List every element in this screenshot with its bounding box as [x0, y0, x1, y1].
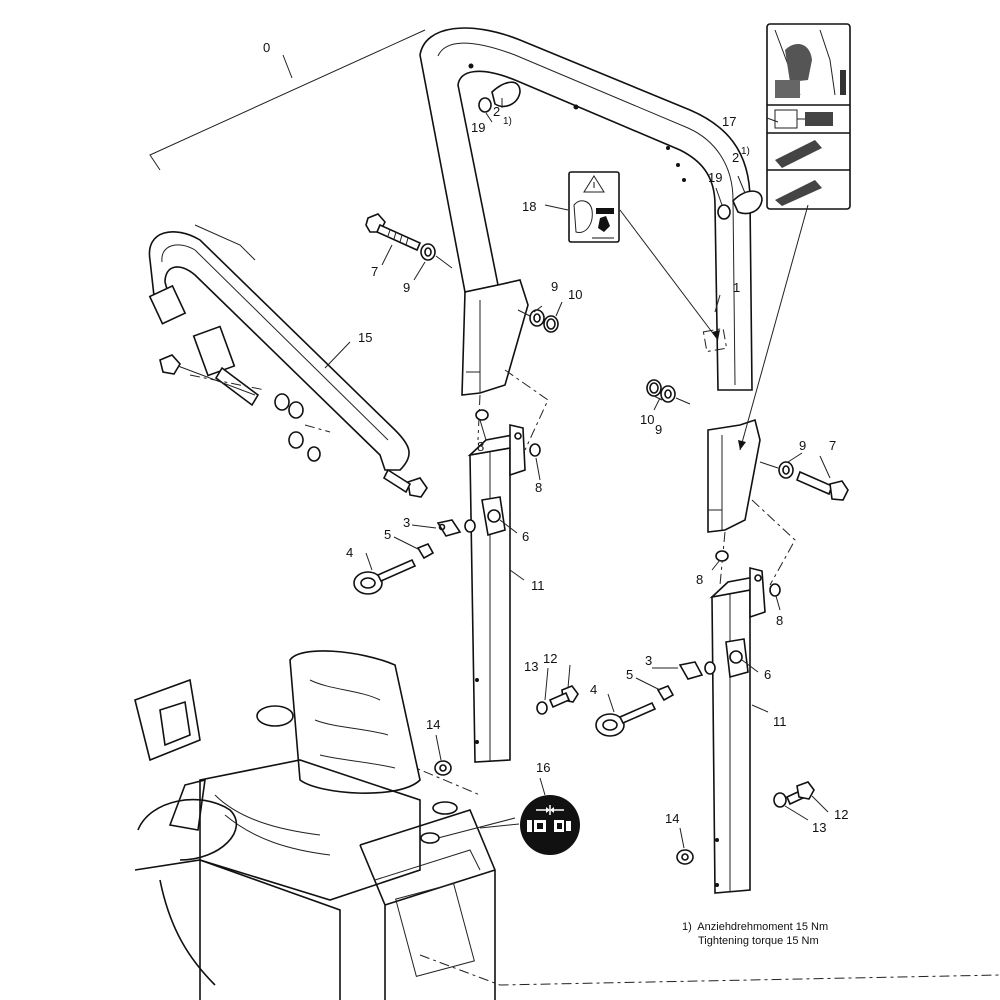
callout-9-right-a: 9: [655, 422, 662, 437]
callout-2-left: 2: [493, 104, 500, 119]
callout-4-left: 4: [346, 545, 353, 560]
callout-8-right-b: 8: [776, 613, 783, 628]
callout-2-right: 2: [732, 150, 739, 165]
rops-frame-upper: [419, 27, 761, 533]
rops-post-right: [709, 566, 766, 894]
callout-3-right: 3: [645, 653, 652, 668]
callout-2-left-footnote: 1): [503, 116, 512, 127]
hardware: [353, 81, 849, 865]
callout-19-right: 19: [708, 170, 722, 185]
hex-bolt-7-right: [795, 470, 849, 501]
callout-13-left: 13: [524, 659, 538, 674]
callout-11-left: 11: [531, 578, 545, 593]
rops-post-left: [467, 423, 526, 763]
callout-9-left-a: 9: [403, 280, 410, 295]
eye-bolt-4-left: [353, 558, 417, 595]
machine-cab-seat: [134, 650, 516, 1000]
callout-17: 17: [722, 114, 736, 129]
callout-1: 1: [733, 280, 740, 295]
eye-bolt-4-right: [595, 701, 657, 737]
torque-footnote: 1) Anziehdrehmoment 15 Nm Tightening tor…: [682, 920, 828, 948]
callout-7-right: 7: [829, 438, 836, 453]
callout-18: 18: [522, 199, 536, 214]
callout-3-left: 3: [403, 515, 410, 530]
callout-13-right: 13: [812, 820, 826, 835]
callout-0: 0: [263, 40, 270, 55]
callout-4-right: 4: [590, 682, 597, 697]
callout-labels: 0 2 1) 19 17 2 1) 19 18 7 9 1 9 10 15 10…: [263, 40, 848, 835]
callout-12-left: 12: [543, 651, 557, 666]
footnote-german: Anziehdrehmoment 15 Nm: [697, 921, 829, 933]
callout-9-left-b: 9: [551, 279, 558, 294]
callout-2-right-footnote: 1): [741, 146, 750, 157]
callout-12-right: 12: [834, 807, 848, 822]
callout-8-left-a: 8: [477, 439, 484, 454]
callout-14-right: 14: [665, 811, 679, 826]
warning-triangle-icon: [568, 171, 620, 243]
callout-9-right-b: 9: [799, 438, 806, 453]
hex-bolt-12-left: [548, 685, 579, 709]
callout-14-left: 14: [426, 717, 440, 732]
assembly-group-outline: [149, 29, 426, 261]
callout-6-right: 6: [764, 667, 771, 682]
callout-8-left-b: 8: [535, 480, 542, 495]
callout-10-left: 10: [568, 287, 582, 302]
callout-19-left: 19: [471, 120, 485, 135]
callout-7-left: 7: [371, 264, 378, 279]
footnote-marker: 1): [682, 921, 692, 933]
callout-15: 15: [358, 330, 372, 345]
callout-8-right-a: 8: [696, 572, 703, 587]
seatbelt-buckle-icon: [520, 795, 580, 855]
callout-5-right: 5: [626, 667, 633, 682]
footnote-english: Tightening torque 15 Nm: [698, 935, 819, 947]
callout-16: 16: [536, 760, 550, 775]
hex-bolt-7-left: [365, 213, 422, 252]
leader-lines: [324, 98, 831, 849]
callout-5-left: 5: [384, 527, 391, 542]
callout-11-right: 11: [773, 714, 787, 729]
rops-fold-instruction-icon: [766, 23, 851, 210]
callout-6-left: 6: [522, 529, 529, 544]
seat-belt: [148, 231, 428, 498]
hex-bolt-12-right: [785, 781, 815, 806]
callout-10-right: 10: [640, 412, 654, 427]
